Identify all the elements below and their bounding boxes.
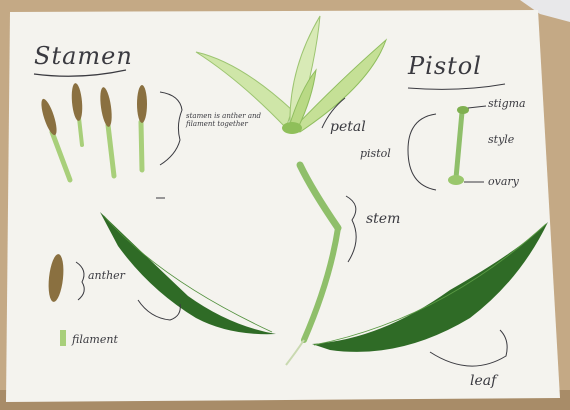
pistil-stigma xyxy=(457,106,469,114)
style-label: style xyxy=(488,134,514,145)
stem-label: stem xyxy=(366,212,400,226)
petal-base xyxy=(282,122,302,134)
leaf-label: leaf xyxy=(470,374,496,388)
loose-filament xyxy=(60,330,66,346)
ovary-label: ovary xyxy=(488,176,519,187)
anther-4 xyxy=(137,85,147,123)
stamen-title: Stamen xyxy=(34,44,133,68)
filament-4 xyxy=(141,122,142,170)
stigma-label: stigma xyxy=(488,98,526,109)
pistil-ovary xyxy=(448,175,464,185)
pistol-title: Pistol xyxy=(408,54,482,78)
pistol-side-label: pistol xyxy=(360,148,391,159)
anther-label: anther xyxy=(88,270,125,281)
stamen-note: stamen is anther and filament together xyxy=(186,112,262,128)
filament-label: filament xyxy=(72,334,118,345)
petal-label: petal xyxy=(330,120,366,134)
